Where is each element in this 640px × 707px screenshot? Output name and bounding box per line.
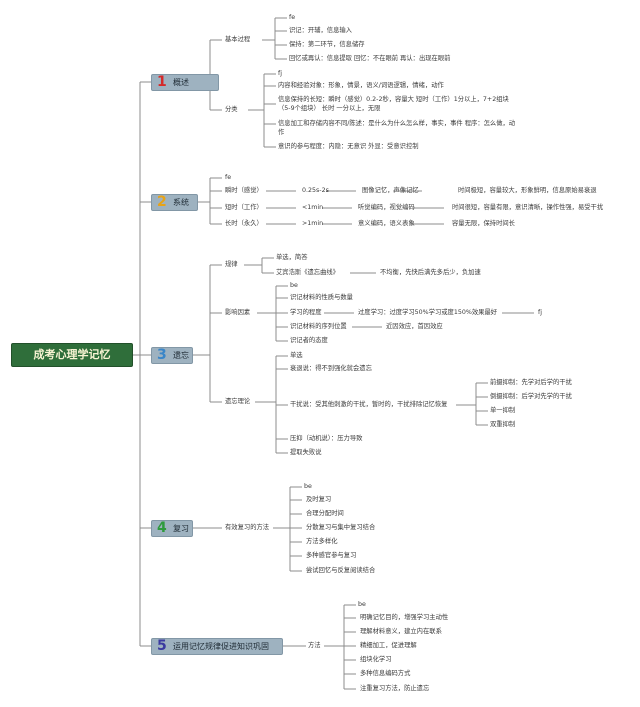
node-law-item[interactable]: 艾宾浩斯《遗忘曲线》: [276, 269, 339, 276]
root-topic[interactable]: 成考心理学记忆: [11, 343, 133, 367]
node-class-fj[interactable]: fj: [278, 70, 282, 77]
topic-1-label: 概述: [173, 78, 189, 87]
node-sys-long-coding[interactable]: 意义编码，语义表象: [358, 220, 415, 227]
node-interfere-item[interactable]: 单一抑制: [490, 407, 516, 414]
node-theory-item[interactable]: 干扰说：受其他刺激的干扰，暂时的，干扰排除记忆恢复: [290, 401, 448, 408]
node-factor-be[interactable]: be: [290, 282, 298, 289]
node-factor-fj[interactable]: fj: [538, 309, 542, 316]
node-theory-item[interactable]: 压抑（动机说）：压力导致: [290, 435, 363, 442]
node-theory-item[interactable]: 衰退说：得不到强化就会遗忘: [290, 365, 372, 372]
node-factors[interactable]: 影响因素: [225, 309, 251, 316]
node-sys-long-feature[interactable]: 容量无限，保持时间长: [452, 220, 515, 227]
topic-3-label: 遗忘: [173, 351, 189, 360]
node-sys-long[interactable]: 长时（永久）: [225, 220, 263, 227]
node-law[interactable]: 规律: [225, 261, 238, 268]
node-theory[interactable]: 遗忘理论: [225, 398, 251, 405]
node-classification[interactable]: 分类: [225, 106, 238, 113]
node-system-fe[interactable]: fe: [225, 174, 232, 181]
node-factor-item[interactable]: 识记材料的性质与数量: [290, 294, 353, 301]
topic-2-label: 系统: [173, 198, 189, 207]
node-sys-long-duration[interactable]: >1min: [302, 220, 324, 227]
node-factor-position[interactable]: 近因效应，首因效应: [386, 323, 443, 330]
node-review-item[interactable]: 方法多样化: [306, 538, 338, 545]
node-factor-item[interactable]: 识记者的态度: [290, 337, 328, 344]
topic-3-forgetting[interactable]: 3 遗忘: [151, 347, 193, 364]
topic-5-number: 5: [157, 638, 167, 654]
node-basic-item[interactable]: 回忆或再认：信息提取 回忆：不在眼前 再认：出现在眼前: [289, 55, 451, 62]
topic-1-number: 1: [157, 74, 167, 90]
node-sys-instant[interactable]: 瞬时（感觉）: [225, 187, 263, 194]
node-theory-item[interactable]: 单选: [290, 352, 303, 359]
node-theory-item[interactable]: 提取失败说: [290, 449, 322, 456]
topic-2-system[interactable]: 2 系统: [151, 194, 198, 211]
node-basic-item[interactable]: 保持：第二环节，信息储存: [289, 41, 365, 48]
node-method-item[interactable]: 多种信息编码方式: [360, 670, 411, 677]
node-interfere-item[interactable]: 前摄抑制：先学对后学的干扰: [490, 379, 572, 386]
node-sys-short-coding[interactable]: 听觉编码，视觉编码: [358, 204, 415, 211]
node-interfere-item[interactable]: 双重抑制: [490, 421, 516, 428]
node-review-item[interactable]: 分散复习与集中复习结合: [306, 524, 376, 531]
node-class-item[interactable]: 信息保持的长短：瞬时（感觉）0.2-2秒，容量大 短时（工作）1分以上，7+2组…: [278, 96, 509, 112]
node-basic-process[interactable]: 基本过程: [225, 36, 251, 43]
node-law-item[interactable]: 单选，简答: [276, 254, 308, 261]
topic-4-review[interactable]: 4 复习: [151, 520, 193, 537]
topic-2-number: 2: [157, 194, 167, 210]
node-interfere-item[interactable]: 倒摄抑制：后学对先学的干扰: [490, 393, 572, 400]
topic-4-label: 复习: [173, 524, 189, 533]
node-sys-instant-duration[interactable]: 0.25s-2s: [302, 187, 329, 194]
node-review-methods[interactable]: 有效复习的方法: [225, 524, 270, 531]
node-basic-item[interactable]: 识记：开辅，信息输入: [289, 27, 352, 34]
topic-1-overview[interactable]: 1 概述: [151, 74, 219, 91]
node-method-item[interactable]: 理解材料意义，建立内在联系: [360, 628, 442, 635]
node-law-note[interactable]: 不均衡，先快后满先多后少，负加速: [380, 269, 481, 276]
node-review-item[interactable]: 尝试回忆与反复阅读结合: [306, 567, 376, 574]
node-class-item[interactable]: 信息加工和存储内容不同/陈述：是什么为什么怎么样，事实，事件 程序：怎么做，动作: [278, 120, 516, 136]
node-sys-short-duration[interactable]: <1min: [302, 204, 324, 211]
node-method-item[interactable]: 组块化学习: [360, 656, 392, 663]
node-sys-short[interactable]: 短时（工作）: [225, 204, 263, 211]
node-method-be[interactable]: be: [358, 601, 366, 608]
node-method[interactable]: 方法: [308, 642, 321, 649]
node-review-be[interactable]: be: [304, 483, 312, 490]
node-class-item[interactable]: 内容和经验对象：形象，情景，语义/词语逻辑，情绪，动作: [278, 82, 444, 89]
node-basic-fe[interactable]: fe: [289, 14, 296, 21]
topic-5-apply-memory[interactable]: 5 运用记忆规律促进知识巩固: [151, 638, 283, 655]
node-sys-instant-coding[interactable]: 图像记忆，声像记忆: [362, 187, 419, 194]
node-sys-instant-feature[interactable]: 时间极短，容量较大，形象鲜明，信息原始易衰退: [458, 187, 597, 194]
node-factor-item[interactable]: 识记材料的序列位置: [290, 323, 347, 330]
node-review-item[interactable]: 多种感官参与复习: [306, 552, 357, 559]
topic-5-label: 运用记忆规律促进知识巩固: [173, 642, 269, 651]
node-method-item[interactable]: 精细加工，促进理解: [360, 642, 417, 649]
node-sys-short-feature[interactable]: 时间很短，容量有限，意识清晰，操作性强，易受干扰: [452, 204, 604, 211]
node-method-item[interactable]: 明确记忆目的，增强学习主动性: [360, 614, 449, 621]
node-method-item[interactable]: 注重复习方法，防止遗忘: [360, 685, 430, 692]
node-factor-learning[interactable]: 过度学习：过度学习50%学习或度150%效果最好: [358, 309, 498, 316]
node-class-item[interactable]: 意识的参与程度：内隐：无意识 外显：受意识控制: [278, 143, 419, 150]
topic-3-number: 3: [157, 347, 167, 363]
topic-4-number: 4: [157, 520, 167, 536]
node-factor-item[interactable]: 学习的程度: [290, 309, 322, 316]
node-review-item[interactable]: 及时复习: [306, 496, 332, 503]
node-review-item[interactable]: 合理分配时间: [306, 510, 344, 517]
